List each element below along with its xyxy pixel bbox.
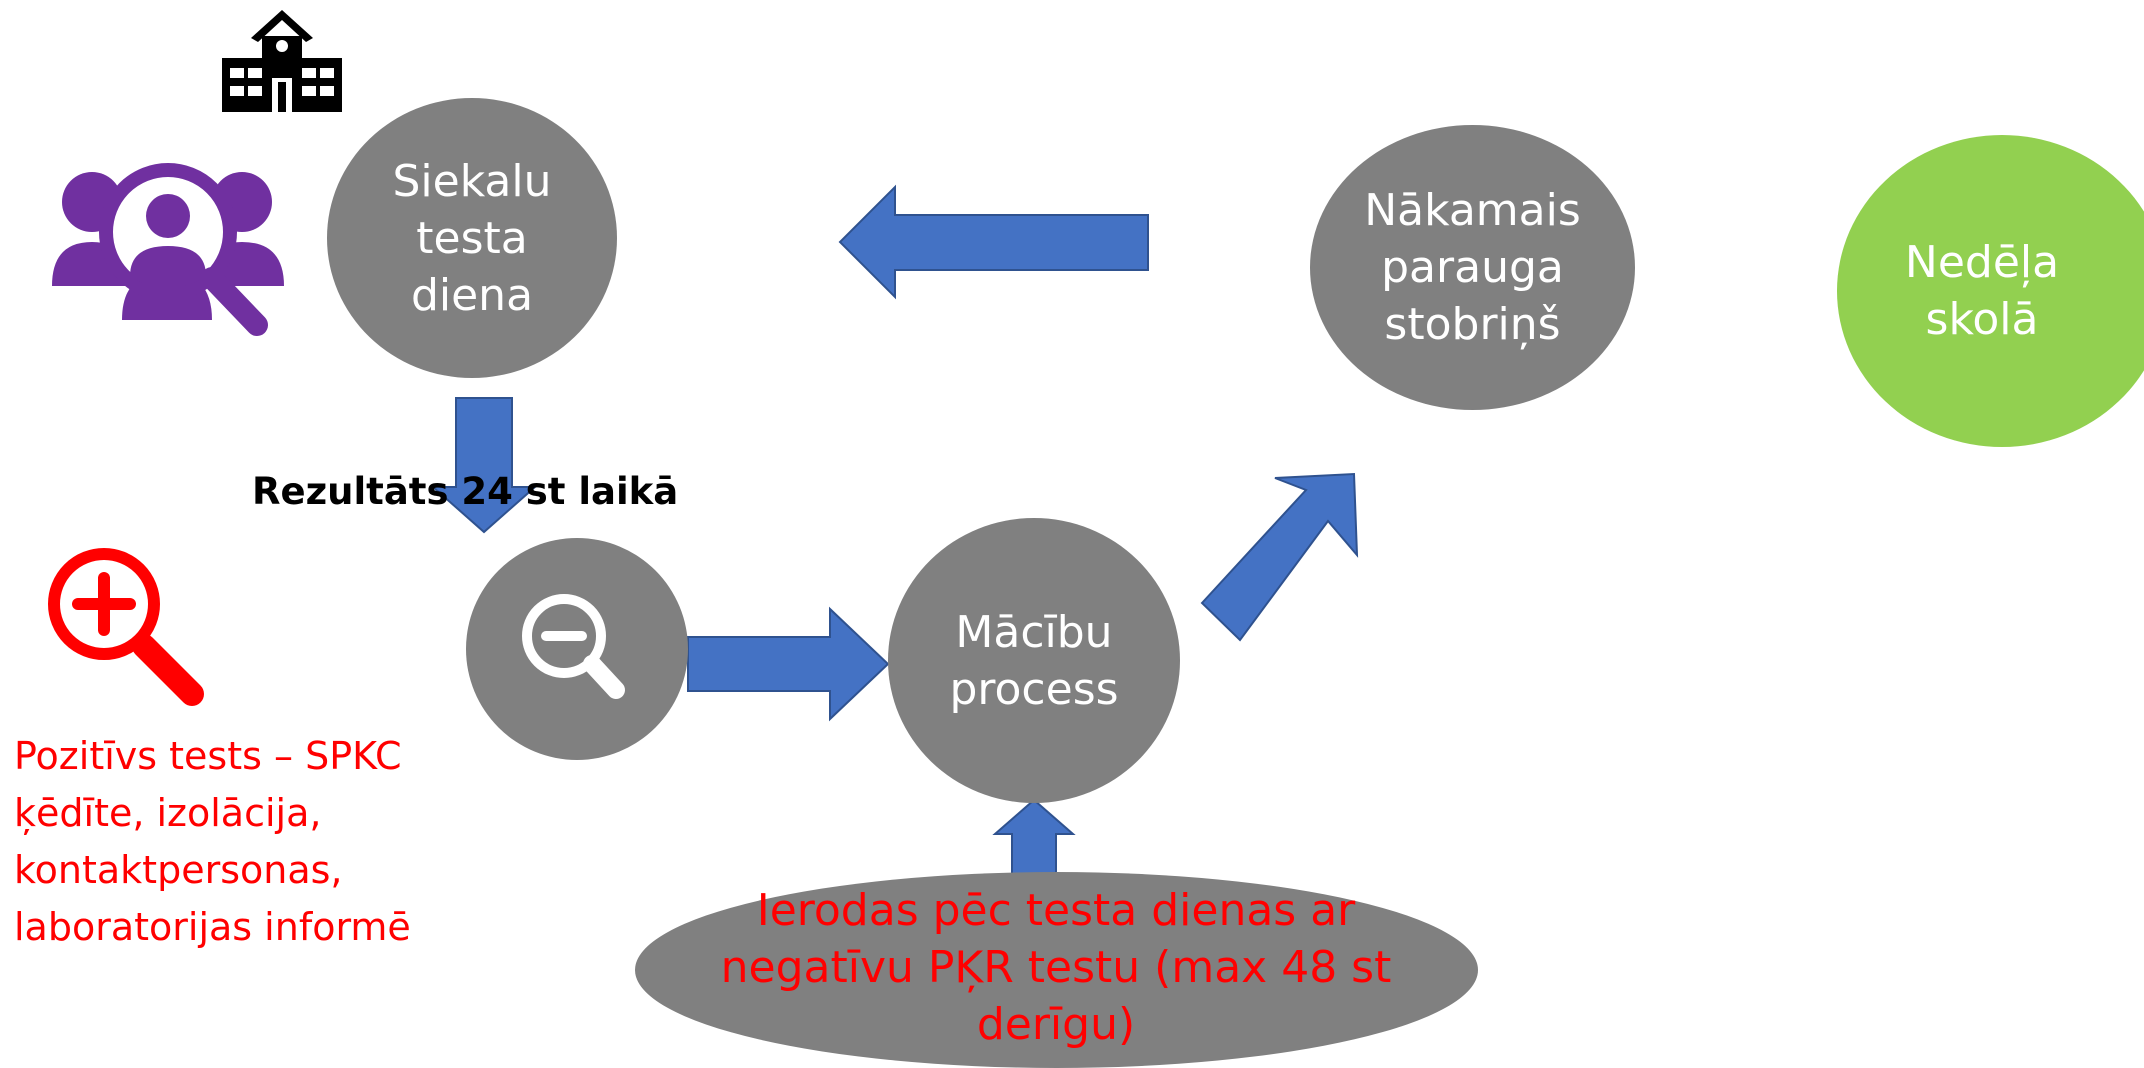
arrow-right bbox=[687, 606, 890, 722]
arrow-diagonal-up-right bbox=[1200, 472, 1359, 642]
node-week-at-school-label: Nedēļa skolā bbox=[1904, 237, 2060, 345]
arrow-up bbox=[992, 798, 1076, 876]
node-learning-process-label: Mācību process bbox=[949, 606, 1119, 715]
node-arrives-after-test bbox=[635, 872, 1478, 1068]
node-saliva-test-day-label: Siekalu testa diena bbox=[392, 155, 552, 321]
node-learning-process: Mācību process bbox=[888, 518, 1180, 803]
people-search-icon bbox=[52, 163, 284, 336]
node-arrives-after-test-label: Ierodas pēc testa dienas ar negatīvu PĶR… bbox=[720, 885, 1392, 1050]
positive-test-text: Pozitīvs tests – SPKC ķēdīte, izolācija,… bbox=[14, 734, 411, 949]
arrow-down bbox=[430, 397, 538, 534]
node-negative-result bbox=[466, 538, 688, 760]
node-next-sample-tube: Nākamais parauga stobriņš bbox=[1310, 125, 1635, 410]
magnifier-plus-icon bbox=[48, 548, 204, 706]
node-next-sample-tube-label: Nākamais parauga stobriņš bbox=[1364, 185, 1581, 350]
school-building-icon bbox=[222, 10, 342, 112]
result-time-label: Rezultāts 24 st laikā bbox=[252, 470, 679, 513]
magnifier-minus-icon bbox=[522, 594, 625, 699]
node-week-at-school: Nedēļa skolā bbox=[1837, 135, 2144, 447]
node-saliva-test-day: Siekalu testa diena bbox=[327, 98, 617, 378]
arrow-left bbox=[838, 184, 1149, 300]
